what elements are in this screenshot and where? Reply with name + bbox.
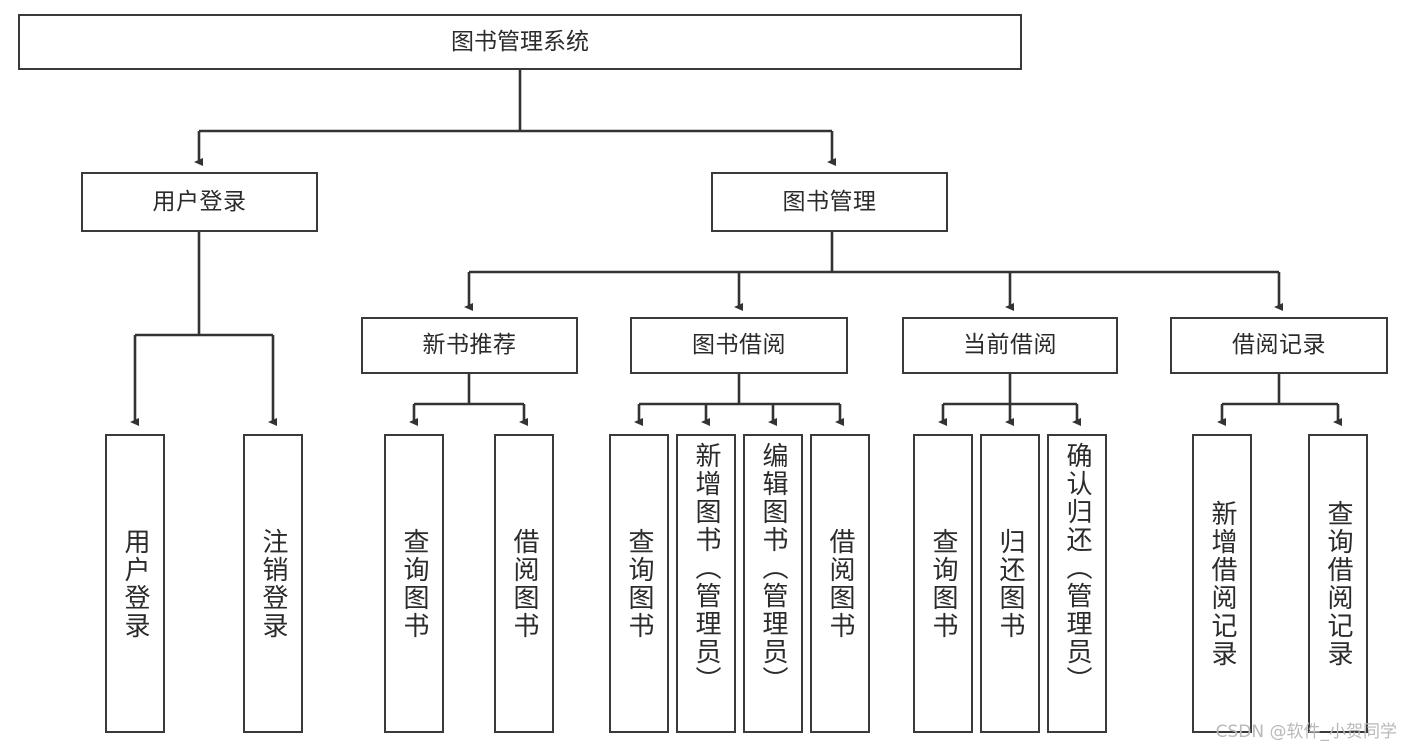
node-user-login-label: 用户登录 [152,188,247,215]
node-leaf-add-book-admin-label: 新增图书（管理员） [691,442,721,694]
node-leaf-user-login[interactable]: 用户登录 [105,434,165,733]
node-leaf-add-borrow-record[interactable]: 新增借阅记录 [1192,434,1252,733]
node-leaf-query-book-2-label: 查询图书 [624,527,654,640]
node-leaf-return-book-label: 归还图书 [995,527,1025,640]
node-borrow-record[interactable]: 借阅记录 [1170,317,1388,374]
node-leaf-query-book-1-label: 查询图书 [399,527,429,640]
node-book-manage-label: 图书管理 [782,188,877,215]
node-leaf-borrow-book-2-label: 借阅图书 [825,527,855,640]
node-current-borrow-label: 当前借阅 [963,332,1057,359]
node-leaf-logout-label: 注销登录 [258,527,288,640]
node-root-system-label: 图书管理系统 [451,28,589,55]
node-borrow-record-label: 借阅记录 [1232,332,1326,359]
node-book-borrow-label: 图书借阅 [692,332,786,359]
node-leaf-query-borrow-record[interactable]: 查询借阅记录 [1308,434,1368,733]
node-leaf-return-book[interactable]: 归还图书 [980,434,1040,733]
node-new-book-recommend-label: 新书推荐 [422,332,517,359]
node-user-login[interactable]: 用户登录 [81,172,318,232]
node-leaf-query-book-3[interactable]: 查询图书 [913,434,973,733]
node-leaf-add-book-admin[interactable]: 新增图书（管理员） [676,434,736,733]
node-root-system[interactable]: 图书管理系统 [18,14,1022,70]
node-current-borrow[interactable]: 当前借阅 [902,317,1118,374]
csdn-watermark: CSDN @软件_小贺同学 [1215,722,1397,742]
node-leaf-borrow-book-1-label: 借阅图书 [509,527,539,640]
node-leaf-query-book-2[interactable]: 查询图书 [609,434,669,733]
node-leaf-edit-book-admin-label: 编辑图书（管理员） [758,442,788,694]
node-leaf-confirm-return-admin[interactable]: 确认归还（管理员） [1047,434,1107,733]
node-leaf-query-book-3-label: 查询图书 [928,527,958,640]
node-leaf-query-book-1[interactable]: 查询图书 [384,434,444,733]
node-leaf-borrow-book-1[interactable]: 借阅图书 [494,434,554,733]
node-leaf-user-login-label: 用户登录 [120,527,150,640]
node-leaf-logout[interactable]: 注销登录 [243,434,303,733]
node-leaf-confirm-return-admin-label: 确认归还（管理员） [1062,442,1092,694]
node-leaf-add-borrow-record-label: 新增借阅记录 [1207,499,1237,668]
node-book-manage[interactable]: 图书管理 [711,172,948,232]
node-book-borrow[interactable]: 图书借阅 [630,317,848,374]
node-leaf-borrow-book-2[interactable]: 借阅图书 [810,434,870,733]
node-leaf-edit-book-admin[interactable]: 编辑图书（管理员） [743,434,803,733]
node-leaf-query-borrow-record-label: 查询借阅记录 [1323,499,1353,668]
node-new-book-recommend[interactable]: 新书推荐 [361,317,578,374]
